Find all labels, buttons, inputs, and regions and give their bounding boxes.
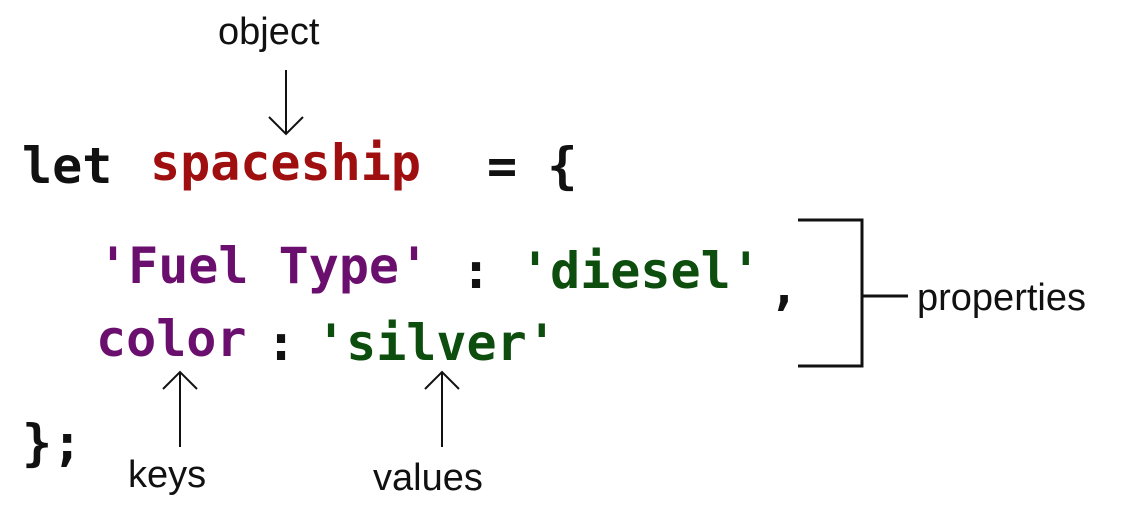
properties-bracket <box>798 218 908 368</box>
color-value: 'silver' <box>316 314 557 372</box>
object-arrow <box>268 70 304 136</box>
properties-label: properties <box>917 277 1086 319</box>
color-colon: : <box>266 314 297 372</box>
fuel-type-colon: : <box>461 242 492 300</box>
color-key: color <box>96 310 247 368</box>
object-label: object <box>218 11 320 53</box>
values-arrow <box>424 370 460 447</box>
keys-label: keys <box>128 454 207 496</box>
fuel-type-key: 'Fuel Type' <box>98 237 430 295</box>
keys-arrow <box>162 370 198 447</box>
let-keyword: let <box>22 137 113 195</box>
closing-brace-semicolon: }; <box>22 414 83 472</box>
values-label: values <box>373 457 483 499</box>
object-name: spaceship <box>150 134 421 192</box>
fuel-type-value: 'diesel' <box>520 242 761 300</box>
assign-open-brace: = { <box>487 137 578 195</box>
fuel-type-comma: , <box>769 258 800 316</box>
